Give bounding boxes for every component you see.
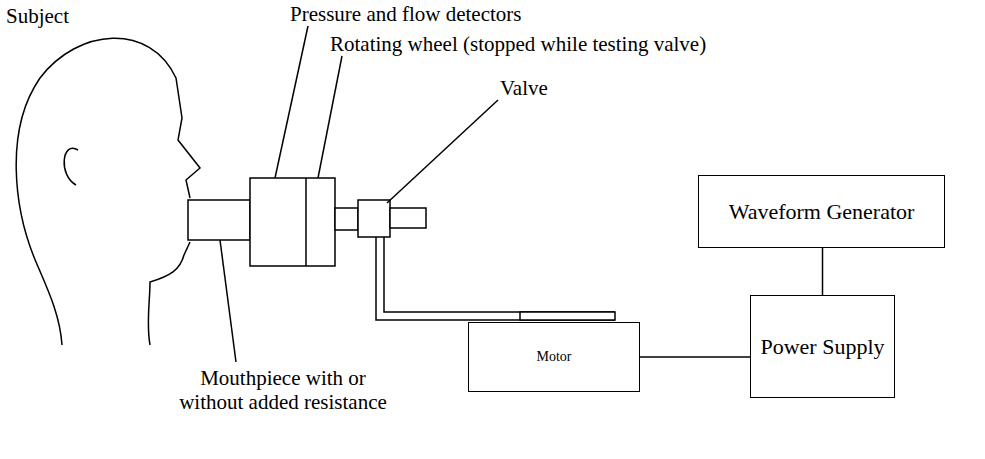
subject-head [16,38,200,345]
leader-line [387,100,498,203]
tube [335,208,358,230]
valve-body [358,200,390,237]
box-text: Motor [537,349,572,365]
rotating-wheel [305,178,307,266]
part-label: Mouthpiece with or without added resista… [178,366,388,414]
part-label: Pressure and flow detectors [290,2,522,26]
leader-line [220,240,236,362]
leader-line [318,56,342,178]
subject-label: Subject [6,4,69,28]
motor-box: Motor [468,322,640,392]
connector-wire [640,357,750,358]
part-label: Valve [500,76,548,100]
generator-box: Waveform Generator [698,175,945,248]
part-label: Rotating wheel (stopped while testing va… [330,32,706,56]
tube-outlet [390,208,426,228]
detector-box [250,178,335,266]
leader-line [275,26,308,178]
power-supply-box: Power Supply [750,295,895,398]
subject-ear [64,148,78,185]
box-text: Waveform Generator [729,199,915,224]
connector-wire [822,248,823,295]
mouthpiece [188,200,250,240]
drive-shaft [376,237,615,320]
box-text: Power Supply [760,334,884,359]
motor-bar [520,312,615,320]
